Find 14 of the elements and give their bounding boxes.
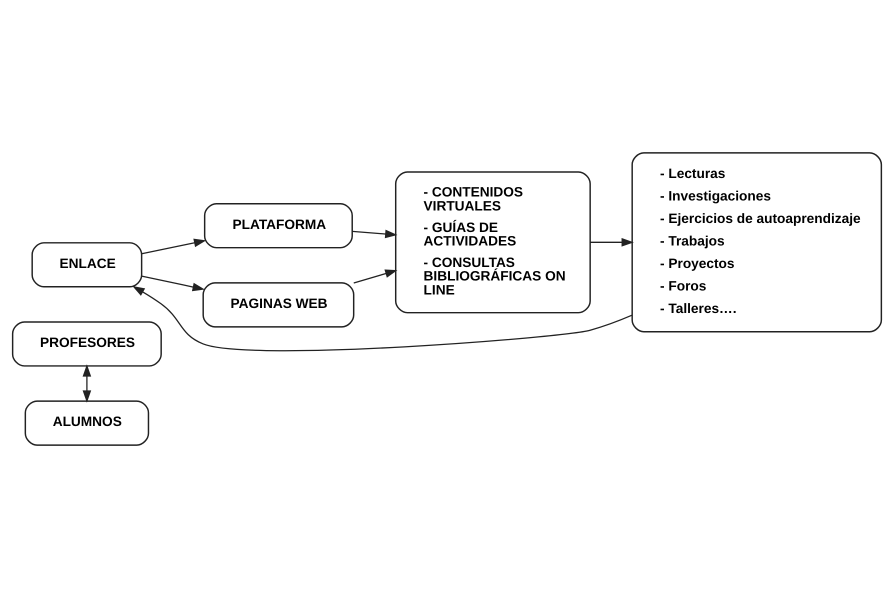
- arrow: [590, 238, 634, 246]
- node-box: - CONTENIDOS VIRTUALES - GUÍAS DE ACTIVIDADES - CONSULTAS BIBLIOGRÁFICAS ON LINE: [394, 170, 591, 313]
- node-box: PLATAFORMA: [204, 202, 353, 248]
- node-box: - Lecturas - Investigaciones - Ejercicios de autoaprendizaje - Trabajos - Proyectos - Foros - Talleres….: [631, 152, 882, 332]
- node-box: ENLACE: [31, 242, 142, 288]
- arrow: [82, 364, 92, 402]
- arrow: [142, 275, 205, 291]
- arrow: [142, 238, 206, 254]
- node-box: ALUMNOS: [24, 400, 150, 446]
- arrow: [354, 268, 398, 284]
- arrow: [132, 285, 632, 351]
- node-box: PROFESORES: [12, 320, 162, 366]
- node-box: PAGINAS WEB: [202, 282, 354, 328]
- arrow: [352, 229, 398, 238]
